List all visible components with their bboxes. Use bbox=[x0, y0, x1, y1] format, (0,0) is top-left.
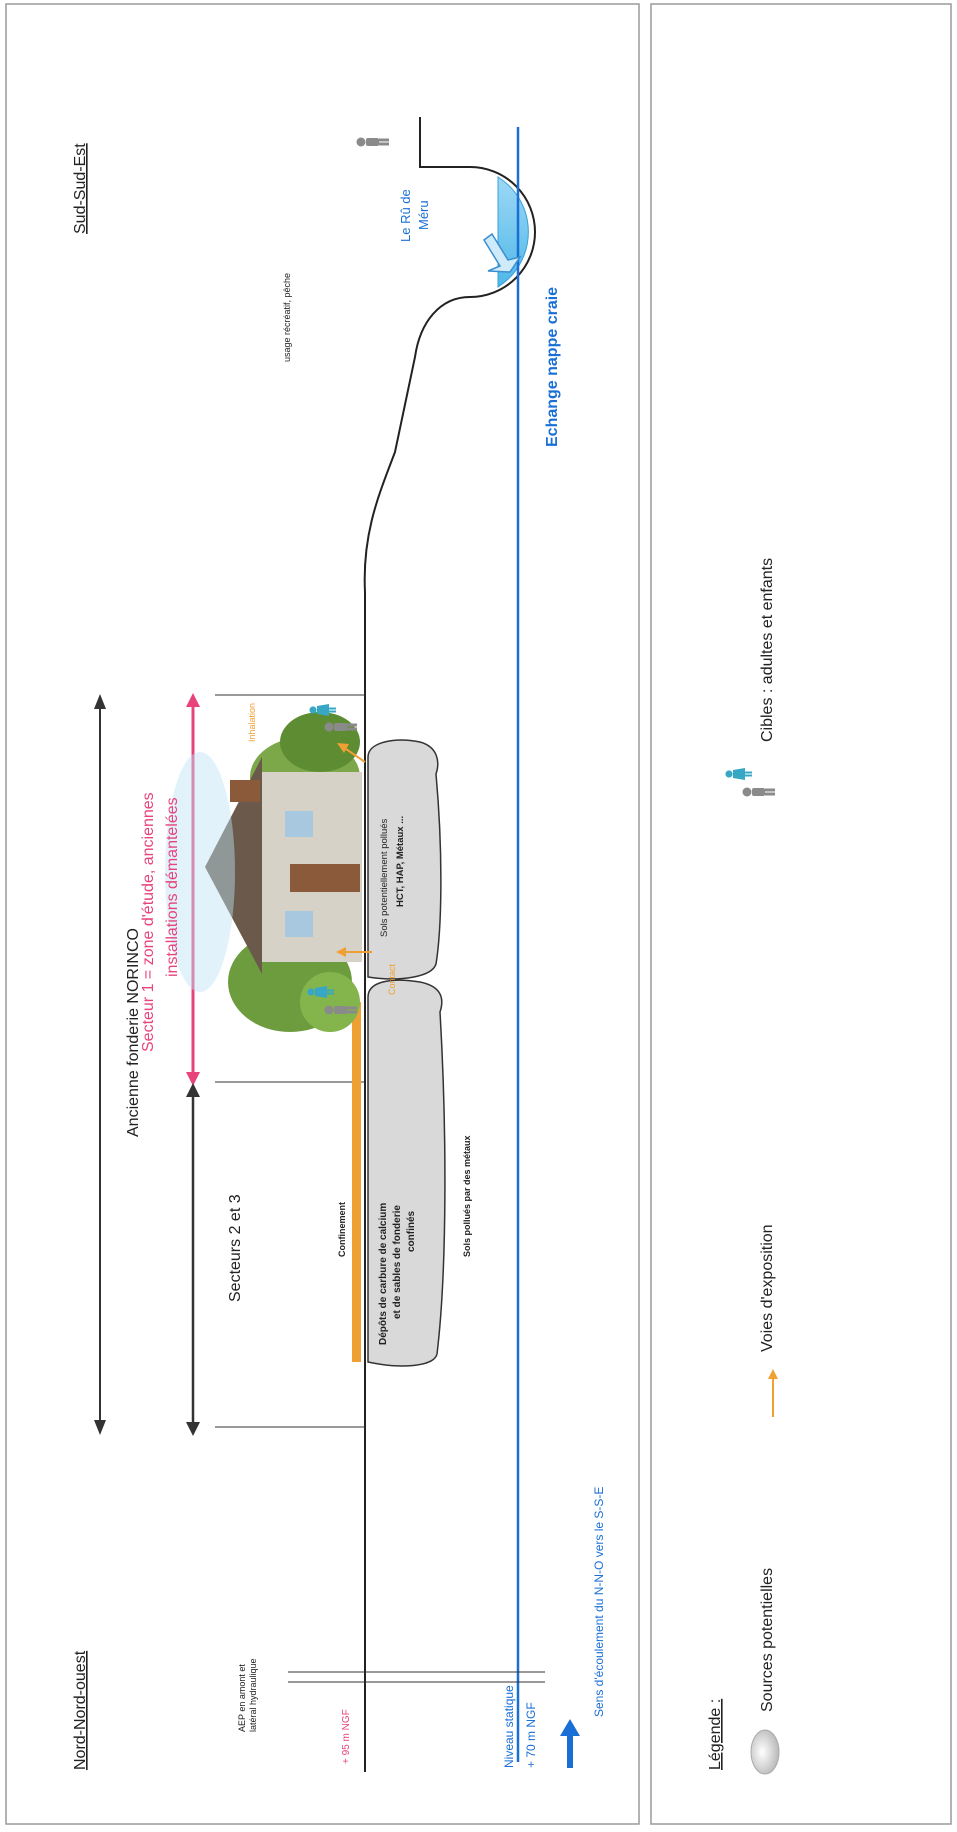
arrowhead bbox=[186, 1072, 200, 1086]
sols-pollues-metaux-label: Sols pollués par des métaux bbox=[462, 1135, 472, 1257]
sols-blob bbox=[367, 739, 442, 980]
depot-label-line2: et de sables de fonderie bbox=[392, 1205, 403, 1319]
arrowhead bbox=[336, 947, 346, 957]
secteur1-label-line1: Secteur 1 = zone d'étude, anciennes bbox=[140, 792, 157, 1052]
echange-arrow bbox=[483, 232, 522, 273]
ground-profile-line bbox=[363, 117, 536, 1772]
sols-potentiellement-label-line2: HCT, HAP, Métaux ... bbox=[395, 816, 406, 907]
arrowhead bbox=[186, 1083, 200, 1097]
inhalation-arrow bbox=[342, 746, 366, 763]
arrowhead bbox=[94, 1420, 106, 1435]
flow-direction-arrow bbox=[560, 1719, 580, 1768]
niveau-statique-label: Niveau statique bbox=[502, 1685, 516, 1768]
inhalation-label: Inhalation bbox=[247, 703, 257, 742]
echange-label: Echange nappe craie bbox=[544, 287, 561, 447]
secteur1-label-line2: installations démantelées bbox=[164, 797, 181, 977]
ancienne-fonderie-label: Ancienne fonderie NORINCO bbox=[125, 928, 142, 1137]
aep-label-line1: AEP en amont et bbox=[237, 1664, 247, 1732]
sse-label: Sud-Sud-Est bbox=[72, 143, 89, 234]
confinement-bar bbox=[352, 1002, 361, 1362]
depot-blob bbox=[367, 979, 446, 1367]
lac-label-line2: Méru bbox=[416, 200, 431, 230]
legend-sources-label: Sources potentielles bbox=[759, 1568, 776, 1712]
legend-frame bbox=[650, 3, 952, 1825]
legend-title: Légende : bbox=[707, 1699, 724, 1770]
legend-voies-label: Voies d'exposition bbox=[759, 1224, 776, 1352]
ecoulement-label: Sens d'écoulement du N-N-O vers le S-S-E bbox=[592, 1487, 606, 1717]
ngf-surface-label: + 95 m NGF bbox=[341, 1709, 352, 1764]
house-illustration bbox=[165, 712, 362, 1032]
arrowhead bbox=[768, 1369, 778, 1379]
arrowhead bbox=[337, 743, 349, 753]
arrowhead bbox=[186, 1422, 200, 1436]
legend-cibles-label: Cibles : adultes et enfants bbox=[759, 558, 776, 742]
sols-potentiellement-label-line1: Sols potentiellement pollués bbox=[379, 818, 390, 937]
depot-label-line1: Dépôts de carbure de calcium bbox=[378, 1203, 389, 1345]
legend-source-blob bbox=[750, 1729, 780, 1775]
aep-label-line2: latéral hydraulique bbox=[248, 1658, 258, 1732]
nnw-label: Nord-Nord-ouest bbox=[72, 1650, 89, 1770]
arrowhead bbox=[94, 694, 106, 709]
depot-label-line3: confinés bbox=[406, 1210, 417, 1252]
usage-recreatif-label: usage récréatif, pêche bbox=[282, 273, 292, 362]
arrowhead bbox=[186, 693, 200, 707]
confinement-label: Confinement bbox=[337, 1202, 347, 1257]
ngf-nappe-label: + 70 m NGF bbox=[524, 1702, 538, 1768]
contact-label: Contact bbox=[387, 963, 397, 995]
secteurs23-label: Secteurs 2 et 3 bbox=[227, 1194, 244, 1302]
lac-label-line1: Le Rû de bbox=[398, 189, 413, 242]
